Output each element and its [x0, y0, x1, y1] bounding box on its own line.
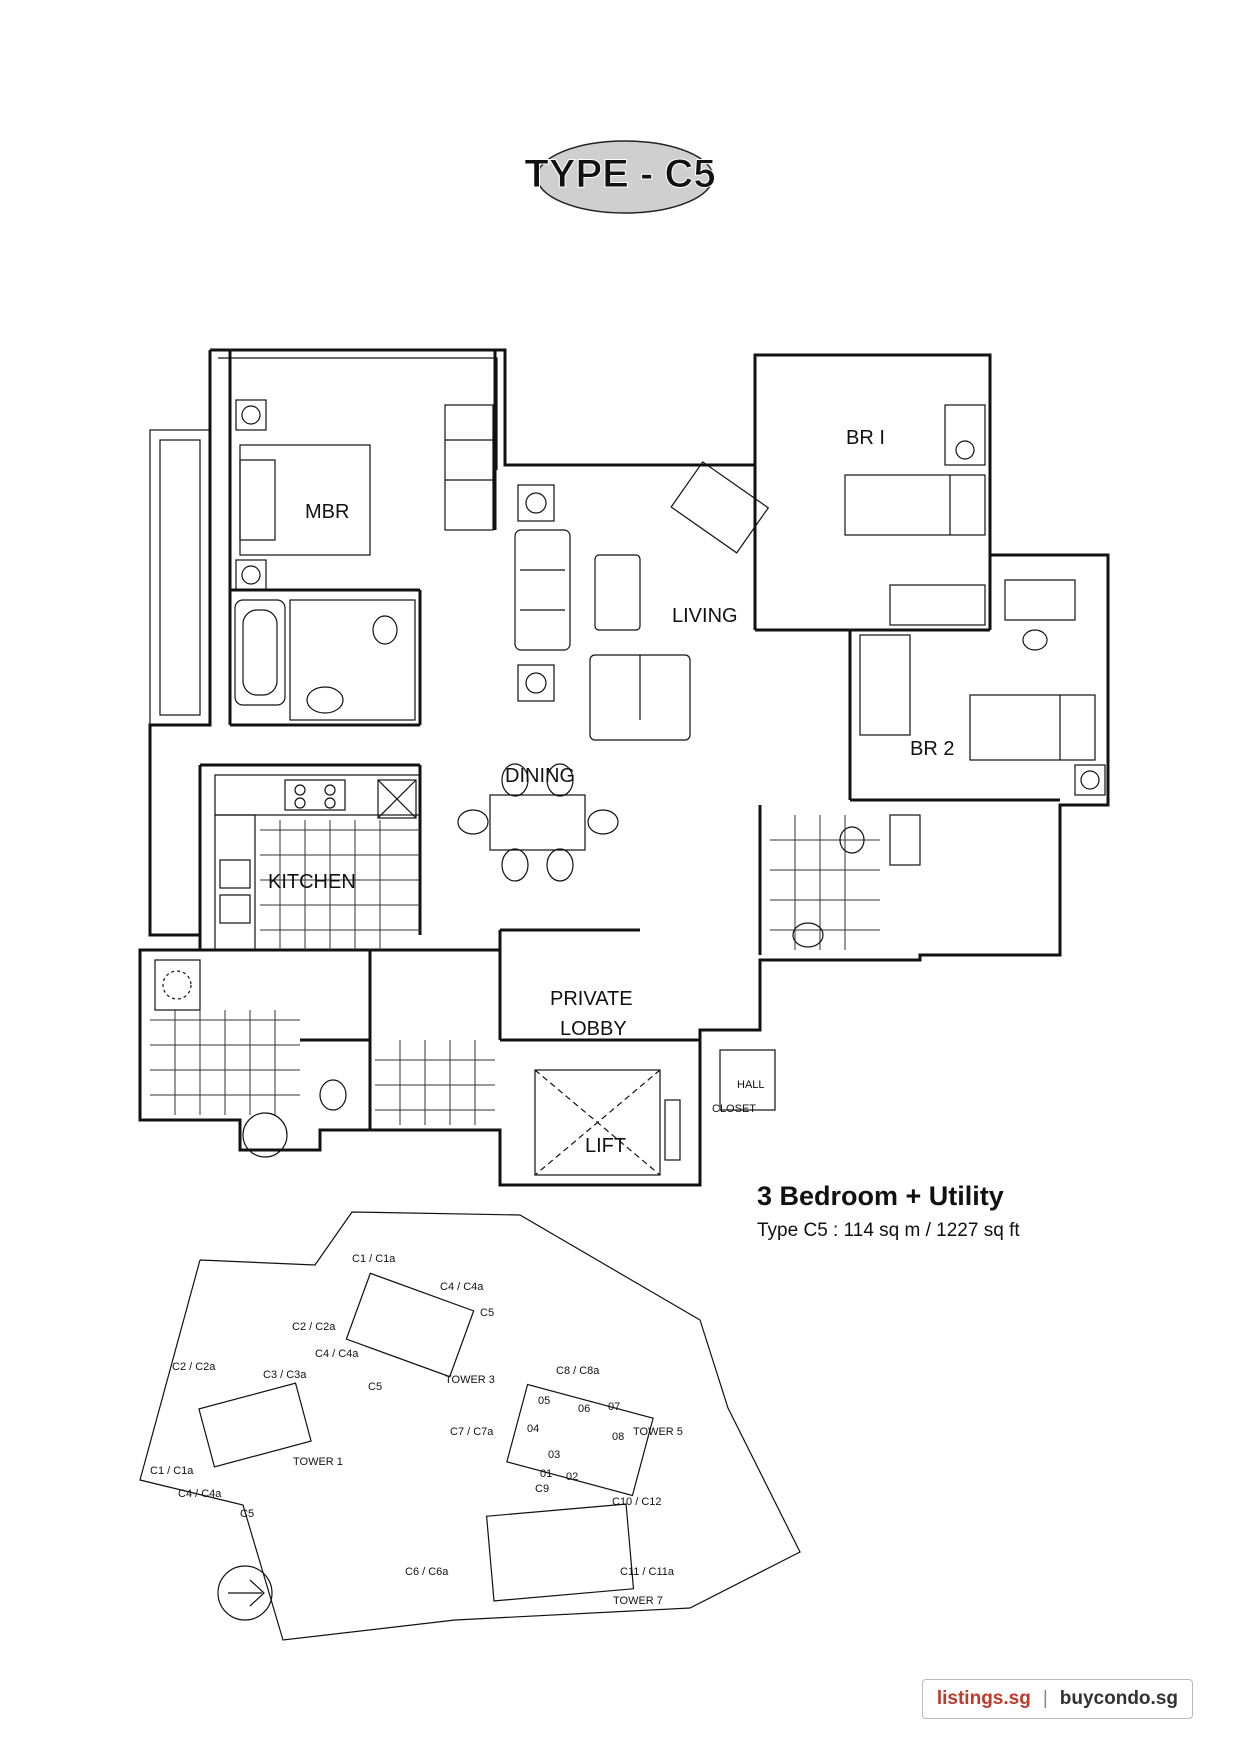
kitchen-fixtures — [214, 774, 421, 951]
hall-closet-box — [719, 1049, 776, 1111]
mbr-lamp — [235, 399, 267, 431]
title-ellipse — [536, 140, 714, 214]
mbr-furniture — [235, 399, 494, 591]
unit-label: C9 — [535, 1483, 549, 1495]
unit-number: 03 — [548, 1449, 560, 1461]
room-label-dining: DINING — [505, 765, 575, 787]
room-label-lift: LIFT — [585, 1135, 626, 1157]
unit-label: C1 / C1a — [150, 1465, 194, 1477]
room-label-br1: BR I — [846, 427, 885, 449]
room-label-lobby-2: LOBBY — [560, 1018, 627, 1040]
unit-label: C1 / C1a — [352, 1253, 396, 1265]
unit-label: C10 / C12 — [612, 1496, 662, 1508]
unit-number: 02 — [566, 1471, 578, 1483]
utility-area — [150, 959, 495, 1158]
plan-title: TYPE - C5 — [524, 152, 715, 196]
room-label-br2: BR 2 — [910, 738, 954, 760]
room-label-kitchen: KITCHEN — [268, 871, 356, 893]
unit-summary-title: 3 Bedroom + Utility — [757, 1181, 1004, 1211]
unit-label: C11 / C11a — [620, 1566, 675, 1578]
toilet — [372, 615, 398, 645]
lift-shaft — [534, 1049, 776, 1176]
footer-links: listings.sg | buycondo.sg — [921, 1679, 1193, 1719]
common-bathroom — [770, 814, 921, 950]
coffee-table — [594, 554, 641, 631]
unit-number: 08 — [612, 1431, 624, 1443]
unit-number: 06 — [578, 1403, 590, 1415]
sofa — [514, 529, 571, 651]
sink-counter — [214, 814, 256, 951]
living-furniture — [514, 461, 770, 741]
basin — [306, 686, 344, 714]
tower-label: TOWER 1 — [293, 1456, 343, 1468]
site-plan: TOWER 1 TOWER 3 TOWER 5 TOWER 7 C1 / C1a… — [139, 1211, 801, 1641]
utility-toilet — [319, 1079, 347, 1111]
br2-wardrobe — [859, 634, 911, 736]
tower-label: TOWER 7 — [613, 1595, 663, 1607]
unit-summary-subtitle: Type C5 : 114 sq m / 1227 sq ft — [757, 1220, 1020, 1241]
unit-label: C4 / C4a — [440, 1281, 484, 1293]
room-label-hall-1: HALL — [737, 1079, 765, 1091]
unit-label: C4 / C4a — [178, 1488, 222, 1500]
dining-table — [489, 794, 586, 851]
unit-label: C4 / C4a — [315, 1348, 359, 1360]
room-label-lobby-1: PRIVATE — [550, 988, 633, 1010]
tower-label: TOWER 3 — [445, 1374, 495, 1386]
unit-label: C2 / C2a — [172, 1361, 216, 1373]
unit-label: C3 / C3a — [263, 1369, 307, 1381]
unit-label: C8 / C8a — [556, 1365, 600, 1377]
mbr-bed — [239, 444, 371, 556]
footer-separator: | — [1042, 1688, 1048, 1709]
unit-label: C5 — [480, 1307, 494, 1319]
br1-wardrobe — [889, 584, 986, 626]
br1-furniture — [844, 404, 986, 626]
unit-number: 05 — [538, 1395, 550, 1407]
mbr-wardrobe — [444, 404, 494, 531]
tower-label: TOWER 5 — [633, 1426, 683, 1438]
room-label-mbr: MBR — [305, 501, 349, 523]
title-badge: TYPE - C5 — [520, 132, 720, 222]
dining-set — [457, 763, 619, 882]
bathtub — [234, 599, 286, 706]
room-label-living: LIVING — [672, 605, 738, 627]
footer-link-listings[interactable]: listings.sg — [936, 1688, 1031, 1709]
unit-label: C5 — [368, 1381, 382, 1393]
unit-label: C2 / C2a — [292, 1321, 336, 1333]
mbr-bathroom — [234, 599, 416, 721]
unit-number: 04 — [527, 1423, 539, 1435]
stove — [284, 779, 346, 811]
room-label-hall-2: CLOSET — [712, 1103, 756, 1115]
br1-bed — [844, 474, 986, 536]
tv-console — [670, 461, 770, 554]
unit-label: C7 / C7a — [450, 1426, 494, 1438]
br2-furniture — [859, 579, 1106, 796]
fridge-box — [377, 779, 417, 819]
site-arrow — [217, 1565, 273, 1621]
unit-label: C6 / C6a — [405, 1566, 449, 1578]
interior-walls — [198, 350, 1060, 1130]
unit-label: C5 — [240, 1508, 254, 1520]
unit-number: 07 — [608, 1401, 620, 1413]
footer-link-buycondo[interactable]: buycondo.sg — [1059, 1688, 1178, 1709]
unit-number: 01 — [540, 1468, 552, 1480]
utility-column — [242, 1112, 288, 1158]
br2-bed — [969, 694, 1096, 761]
tower-footprints — [198, 1272, 654, 1602]
